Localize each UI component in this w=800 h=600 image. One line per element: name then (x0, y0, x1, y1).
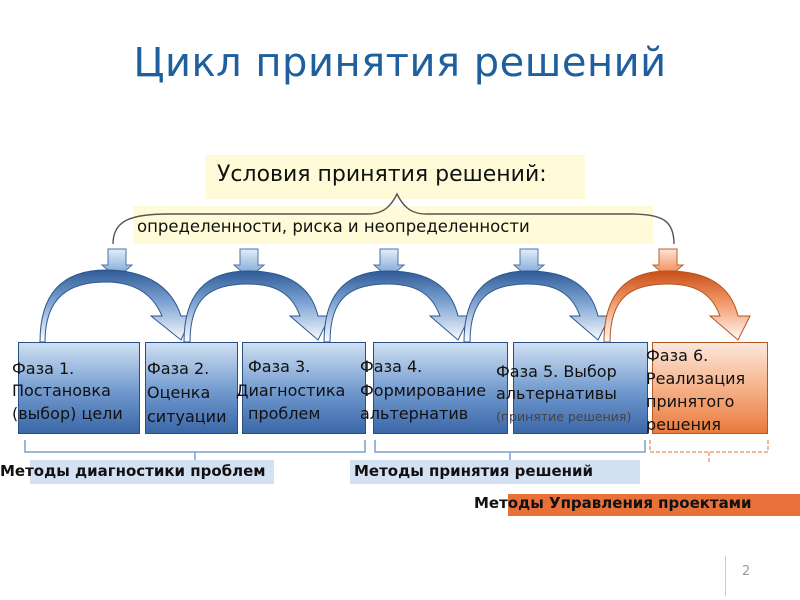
phase-6-line2: Реализация (646, 369, 746, 388)
page-number: 2 (742, 564, 751, 579)
methods-diagnostics-band (30, 460, 274, 484)
phase-5-title: Фаза 5. Выбор (496, 362, 617, 381)
bracket-diagnostics (24, 440, 366, 460)
bracket-projects (649, 440, 769, 462)
phase-6-box (652, 342, 768, 434)
phase-2-box (145, 342, 238, 434)
conditions-brace (112, 192, 675, 245)
phase-3-title: Фаза 3. (248, 357, 311, 376)
phase-1-box (18, 342, 140, 434)
methods-diagnostics: Методы диагностики проблем (0, 462, 266, 480)
conditions-types-box (133, 206, 653, 244)
phase-4-line2: Формирование (360, 381, 487, 400)
phase-1-line2: Постановка (12, 381, 111, 400)
curved-arrow-1-icon (39, 269, 193, 343)
curved-arrow-5-icon (603, 270, 751, 343)
phase-2-title: Фаза 2. (147, 359, 210, 378)
footer-divider (725, 556, 726, 596)
conditions-types: определенности, риска и неопределенности (137, 217, 530, 236)
phase-2-line3: ситуации (147, 407, 227, 426)
curved-arrow-2-icon (183, 270, 331, 343)
curved-arrow-3-icon (323, 270, 471, 343)
methods-decisions-band (350, 460, 640, 484)
phase-1-title: Фаза 1. (12, 359, 75, 378)
phase-5-box (513, 342, 648, 434)
phase-6-line3: принятого (646, 392, 735, 411)
methods-decisions: Методы принятия решений (354, 462, 594, 480)
phase-3-box (242, 342, 366, 434)
page-title: Цикл принятия решений (133, 40, 667, 86)
methods-projects-band (508, 494, 800, 516)
phase-6-line4: решения (646, 415, 721, 434)
phase-1-line3: (выбор) цели (12, 404, 123, 423)
bracket-decisions (374, 440, 646, 460)
phase-3-line2: Диагностика (236, 381, 346, 400)
curved-arrow-4-icon (463, 270, 611, 343)
conditions-heading-box (205, 155, 585, 199)
phase-4-box (373, 342, 508, 434)
phase-3-line3: проблем (248, 404, 321, 423)
phase-2-line2: Оценка (147, 383, 211, 402)
phase-4-title: Фаза 4. (360, 357, 423, 376)
phase-4-line3: альтернатив (360, 404, 469, 423)
conditions-heading: Условия принятия решений: (217, 162, 547, 187)
methods-projects: Методы Управления проектами (474, 494, 752, 512)
phase-5-line2: альтернативы (496, 384, 617, 403)
phase-5-line3: (принятие решения) (496, 409, 632, 424)
phase-6-title: Фаза 6. (646, 346, 709, 365)
